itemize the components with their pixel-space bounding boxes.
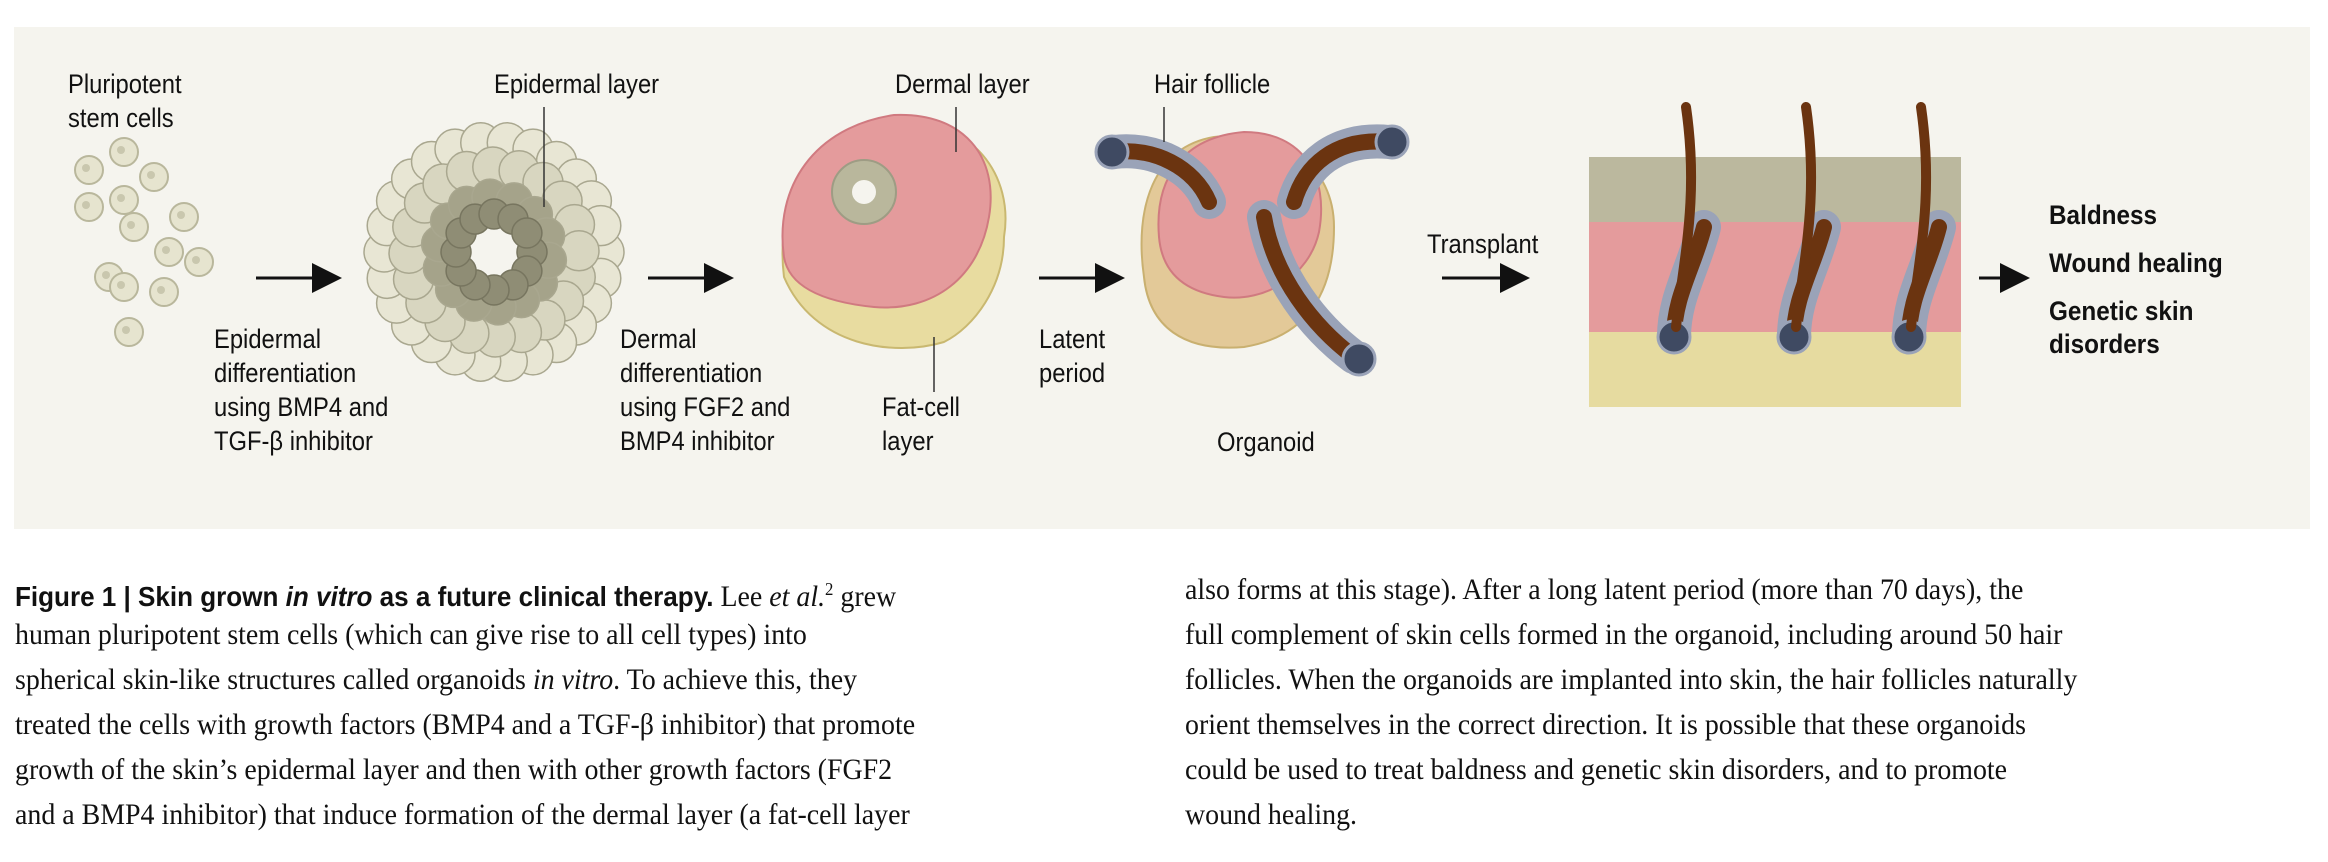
hair-shaft [1256, 209, 1362, 365]
caption-segment: treated the cells with growth factors (B… [15, 708, 916, 741]
label-line: BMP4 inhibitor [620, 426, 775, 456]
label-line: Pluripotent [68, 69, 182, 99]
label-line: layer [882, 426, 934, 456]
hair-bulb [1094, 134, 1130, 170]
outcome-wound-healing: Wound healing [2049, 248, 2223, 278]
cell-nucleus [82, 164, 90, 172]
hair-shaft [1671, 102, 1697, 332]
caption-segment: full complement of skin cells formed in … [1185, 618, 2063, 651]
caption-segment: could be used to treat baldness and gene… [1185, 753, 2008, 786]
hair-bulb [1341, 341, 1377, 377]
cell-nucleus [127, 221, 135, 229]
caption-line: full complement of skin cells formed in … [1185, 612, 2077, 657]
caption-segment: orient themselves in the correct directi… [1185, 708, 2026, 741]
caption-line: treated the cells with growth factors (B… [15, 702, 915, 747]
caption-line: spherical skin-like structures called or… [15, 657, 915, 702]
label-line: using BMP4 and [214, 392, 389, 422]
hair-shaft [1791, 102, 1817, 332]
caption-segment: Figure 1 | Skin grown [15, 581, 286, 612]
caption-right-column: also forms at this stage). After a long … [1185, 567, 2144, 837]
label-line: differentiation [214, 358, 357, 388]
epidermal-cell [511, 217, 543, 249]
label-line: Epidermal [214, 324, 321, 354]
caption-line: growth of the skin’s epidermal layer and… [15, 747, 915, 792]
caption-line: orient themselves in the correct directi… [1185, 702, 2077, 747]
cell-nucleus [122, 326, 130, 334]
label-hair-follicle: Hair follicle [1154, 69, 1271, 99]
caption-segment: . To achieve this, they [613, 663, 858, 696]
caption-segment: human pluripotent stem cells (which can … [15, 618, 807, 651]
label-dermal-step: Dermal differentiation using FGF2 and BM… [620, 322, 790, 458]
caption-line: Figure 1 | Skin grown in vitro as a futu… [15, 567, 915, 613]
cell-nucleus [157, 286, 165, 294]
stem-cells-cluster [74, 137, 214, 347]
caption-segment: wound healing. [1185, 798, 1358, 831]
caption-segment: 2 [825, 579, 834, 599]
hair-shaft [1286, 133, 1397, 210]
outcome-genetic-skin: Genetic skin [2049, 296, 2194, 326]
caption-line: also forms at this stage). After a long … [1185, 567, 2077, 612]
label-line: period [1039, 358, 1106, 388]
caption-left-column: Figure 1 | Skin grown in vitro as a futu… [15, 567, 983, 837]
label-dermal-layer: Dermal layer [895, 69, 1030, 99]
label-line: Fat-cell [882, 392, 960, 422]
label-latent-period: Latent period [1039, 322, 1105, 390]
label-line: Latent [1039, 324, 1106, 354]
outcome-disorders: disorders [2049, 329, 2160, 359]
label-line: using FGF2 and [620, 392, 791, 422]
organoid-illustration [1094, 124, 1410, 377]
caption-line: could be used to treat baldness and gene… [1185, 747, 2077, 792]
outcome-baldness: Baldness [2049, 200, 2158, 230]
dermal-sphere [781, 113, 1007, 350]
cell-nucleus [82, 201, 90, 209]
label-epidermal-layer: Epidermal layer [494, 69, 660, 99]
figure-illustration [74, 102, 2030, 407]
caption-segment: as a future clinical therapy. [372, 581, 714, 612]
label-fat-cell-layer: Fat-cell layer [882, 390, 960, 458]
label-line: stem cells [68, 103, 174, 133]
cell-nucleus [117, 281, 125, 289]
caption-segment: and a BMP4 inhibitor) that induce format… [15, 798, 910, 831]
caption-line: wound healing. [1185, 792, 2077, 837]
cell-nucleus [147, 171, 155, 179]
caption-line: follicles. When the organoids are implan… [1185, 657, 2077, 702]
caption-line: and a BMP4 inhibitor) that induce format… [15, 792, 915, 837]
skin-section-illustration [1589, 102, 1961, 407]
caption-segment: in vitro [532, 663, 614, 696]
cell-nucleus [192, 256, 200, 264]
label-line: differentiation [620, 358, 763, 388]
caption-line: human pluripotent stem cells (which can … [15, 612, 915, 657]
hair-bulb [1374, 124, 1410, 160]
cell-nucleus [117, 146, 125, 154]
cell-nucleus [162, 246, 170, 254]
cell-nucleus [102, 271, 110, 279]
label-organoid: Organoid [1217, 427, 1315, 457]
label-transplant: Transplant [1427, 229, 1539, 259]
hair-shaft [1906, 102, 1932, 332]
caption-segment: growth of the skin’s epidermal layer and… [15, 753, 893, 786]
caption-segment: spherical skin-like structures called or… [15, 663, 533, 696]
figure-panel: Pluripotent stem cells Epidermal layer D… [14, 27, 2310, 529]
caption-segment: grew [833, 580, 897, 613]
cell-nucleus [177, 211, 185, 219]
label-stem-cells: Pluripotent stem cells [68, 67, 182, 135]
pointer-lines [543, 107, 1165, 392]
caption-segment: Lee [713, 580, 770, 613]
lumen [476, 234, 512, 270]
label-line: TGF-β inhibitor [214, 426, 373, 456]
cell-nucleus [117, 194, 125, 202]
label-epidermal-step: Epidermal differentiation using BMP4 and… [214, 322, 388, 458]
caption-segment: also forms at this stage). After a long … [1185, 573, 2024, 606]
caption-segment: follicles. When the organoids are implan… [1185, 663, 2078, 696]
caption-segment: et al. [769, 580, 826, 613]
epidermal-sphere [363, 122, 625, 382]
caption-segment: in vitro [285, 581, 373, 612]
label-line: Dermal [620, 324, 697, 354]
